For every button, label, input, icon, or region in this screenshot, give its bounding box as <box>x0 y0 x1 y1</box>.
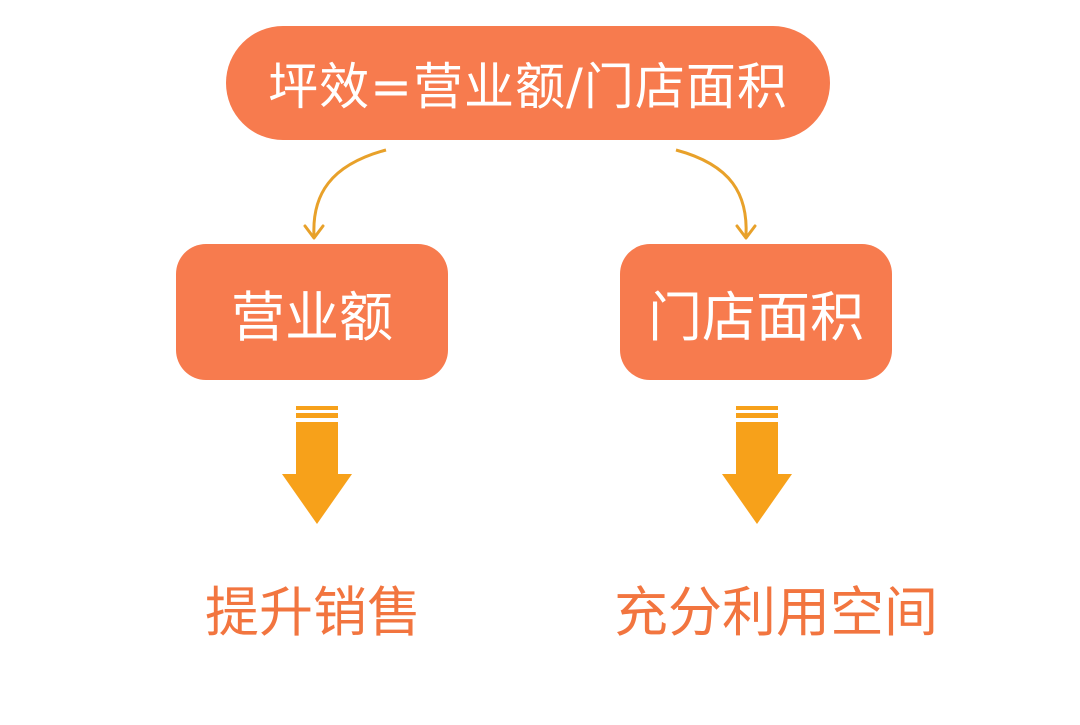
curved-connector-left <box>312 148 387 237</box>
down-arrow-left-icon <box>282 406 352 524</box>
curved-connector-right <box>675 148 748 237</box>
formula-text: 坪效=营业额/门店面积 <box>268 58 788 116</box>
factor-node-revenue: 营业额 <box>176 244 448 380</box>
formula-node: 坪效=营业额/门店面积 <box>226 26 830 140</box>
factor-label-revenue: 营业额 <box>231 285 393 349</box>
down-arrow-right-icon <box>722 406 792 524</box>
curved-connector-left-arrowhead <box>303 224 325 240</box>
factor-label-store-area: 门店面积 <box>648 285 864 349</box>
outcome-use-space: 充分利用空间 <box>614 581 938 644</box>
factor-node-store-area: 门店面积 <box>620 244 892 380</box>
curved-connector-right-arrowhead <box>735 224 757 240</box>
outcome-boost-sales: 提升销售 <box>205 581 421 644</box>
